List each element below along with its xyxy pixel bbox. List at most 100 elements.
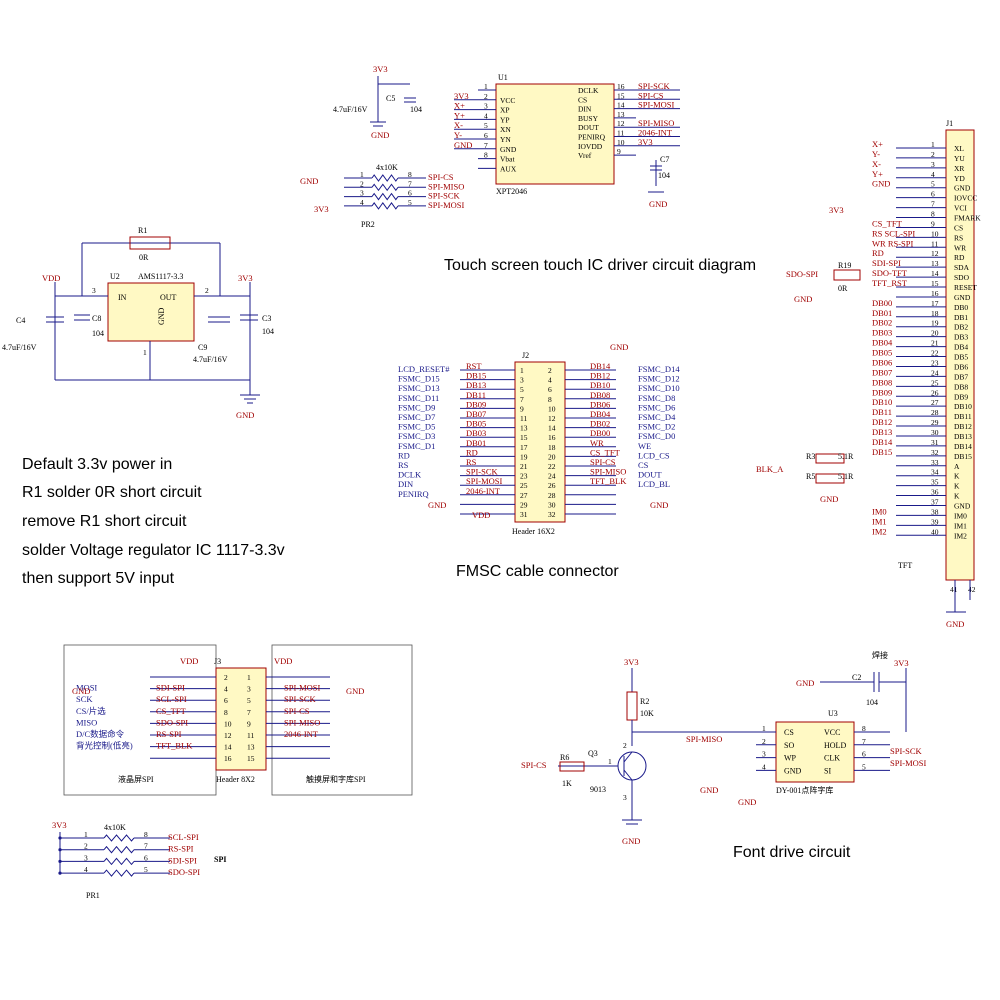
j1-net-label: Y+ [872,169,883,179]
j2-pin-even: 24 [548,472,556,481]
j2-signal-left: FSMC_D11 [398,393,439,403]
j2-net-right: DB14 [590,361,611,371]
j2-pin-odd: 11 [520,414,527,423]
j1-net-label: DB04 [872,338,893,348]
j2-net-left: DB11 [466,390,486,400]
j2-signal-left: RS [398,460,409,470]
u1-net-label: X+ [454,101,465,111]
j3-net-left: CS_TFT [156,706,187,716]
j2-net-left: DB07 [466,409,486,419]
j1-pin-name: DB8 [954,382,968,391]
j1-tft-label: TFT [898,561,912,570]
j2-signal-right: DOUT [638,470,662,480]
j2-signal-left: FSMC_D3 [398,431,435,441]
u1-pin-num: 5 [484,121,488,130]
u2-out: OUT [160,293,177,302]
j1-pin-num: 24 [931,368,939,377]
u3-pin-name: CS [784,728,794,737]
j3-ref: J3 [214,657,221,666]
pr1-v33: 3V3 [52,820,67,830]
j2-pin-odd: 1 [520,366,524,375]
u1-pin-name: XP [500,106,510,115]
r5-ref: R5 [806,472,815,481]
j1-pin-name: FMARK [954,214,981,223]
resistor-zigzag [371,192,399,201]
j1-net-label: DB03 [872,328,892,338]
j2-signal-right: FSMC_D6 [638,402,675,412]
r19-ref: R19 [838,261,851,270]
j2-net-right: DB02 [590,419,610,429]
u1-pin-num: 3 [484,102,488,111]
font-gnd: GND [622,836,640,846]
j2-pin-odd: 23 [520,472,528,481]
j3-right-box-label: 触摸屏和字库SPI [306,774,366,784]
j2-signal-left: PENIRQ [398,489,429,499]
j2-pin-even: 32 [548,510,556,519]
j1-pin-num: 27 [931,398,939,407]
j2-net-right: DB06 [590,399,610,409]
c8-ref: C8 [92,314,101,323]
j2-pin-odd: 19 [520,452,528,461]
u1-pin-num: 16 [617,82,625,91]
j1-pin-num: 17 [931,299,939,308]
j1-net-label: SDI-SPI [872,258,901,268]
j1-net-label: DB11 [872,407,892,417]
j2-signal-left: RD [398,450,410,460]
j1-pin-num: 26 [931,388,939,397]
caption-font: Font drive circuit [733,844,851,861]
j1-pin-name: K [954,492,960,501]
j2-signal-left: LCD_RESET# [398,364,450,374]
j2-net-right: TFT_BLK [590,476,627,486]
pr2-net: SPI-MISO [428,181,464,191]
j1-pin-name: K [954,472,960,481]
u2-in: IN [118,293,127,302]
j2-signal-left: FSMC_D7 [398,412,435,422]
u3-pin-num: 1 [762,724,766,733]
j1-pin-num: 29 [931,418,939,427]
c3-ref: C3 [262,314,271,323]
j3-pin-left: 8 [224,708,228,717]
u1-net-label: 3V3 [638,137,653,147]
j3-vdd-left: VDD [180,656,198,666]
power-regulator: R1 0R U2 AMS1117-3.3 IN OUT GND 3 2 1 VD… [2,226,274,420]
c4-value: 4.7uF/16V [2,343,37,352]
j2-signal-right: FSMC_D2 [638,422,675,432]
j2-net-right: CS_TFT [590,447,621,457]
r5-value: 5.1R [838,472,854,481]
j1-pin-name: DB10 [954,402,972,411]
u3-name: DY-001点阵字库 [776,785,833,795]
u1-pin-num: 12 [617,119,625,128]
j2-gnd-right: GND [650,500,668,510]
j3-signal-left: MOSI [76,683,97,693]
j2-pin-odd: 9 [520,404,524,413]
u3-chip [775,721,855,783]
j2-pin-odd: 5 [520,385,524,394]
j3-pin-left: 2 [224,673,228,682]
pr1-pin-a: 1 [84,830,88,839]
j1-pin-name: SDO [954,273,970,282]
j1-pin-num: 12 [931,249,939,258]
j2-pin-odd: 31 [520,510,528,519]
j1-pin-name: IM2 [954,531,967,540]
j1-pin-num: 7 [931,200,935,209]
pr1-pin-b: 5 [144,865,148,874]
j2-signal-left: FSMC_D13 [398,383,440,393]
j3-net-left: TFT_BLK [156,741,193,751]
j1-pin-name: RD [954,253,965,262]
j2-pin-odd: 17 [520,443,528,452]
c2-gnd: GND [796,678,814,688]
c2-note: 焊接 [872,650,888,660]
u3-pin-num: 7 [862,737,866,746]
u1-pin-num: 8 [484,151,488,160]
j1-pin-num: 39 [931,517,939,526]
r3-ref: R3 [806,452,815,461]
font-spi-mosi: SPI-MOSI [890,758,927,768]
pr2-pin-a: 1 [360,170,364,179]
j1-pin-name: DB13 [954,432,972,441]
j1-pin-num: 1 [931,140,935,149]
